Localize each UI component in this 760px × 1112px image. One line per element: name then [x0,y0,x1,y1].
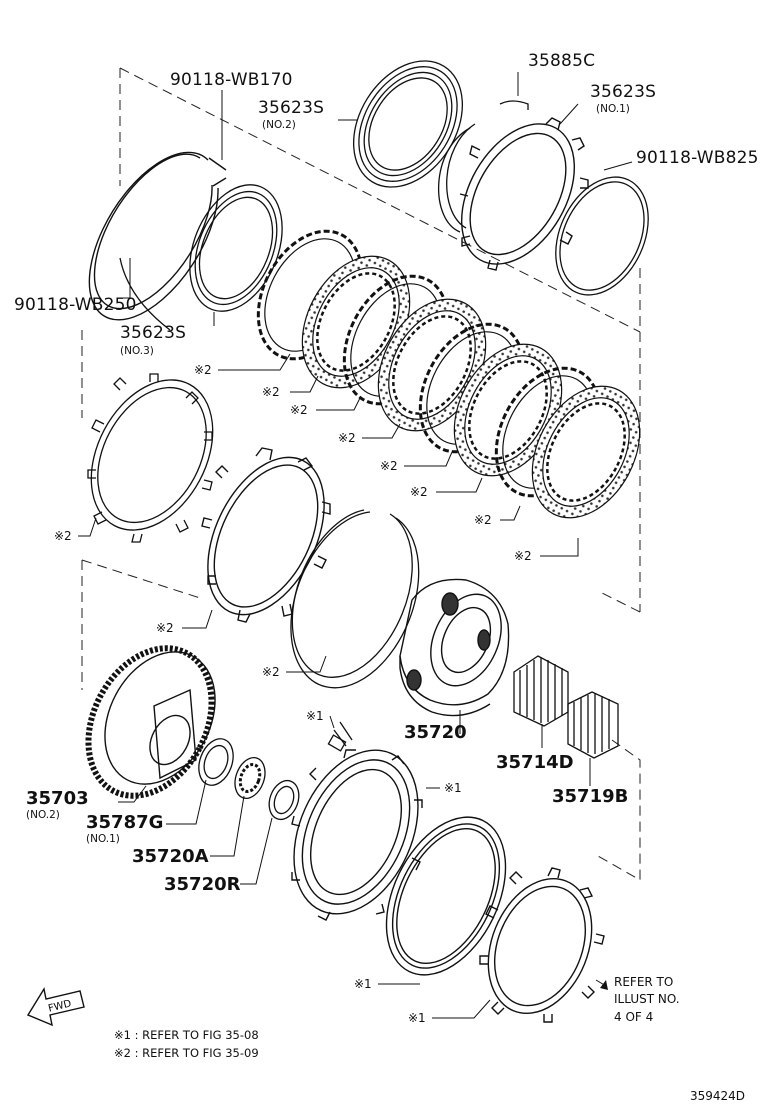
large-snap-ring [290,509,420,689]
friction-disc [301,255,411,389]
label-35787g: 35787G [86,812,164,833]
clutch-flange-ring [87,373,214,543]
dashed-assembly-outline [81,67,641,881]
ref-mark-2: ※2 [514,549,532,563]
clutch-plate-stack [256,229,641,519]
bearing-35720a [234,757,266,799]
piston-35623s-no1 [459,117,589,271]
pinion-gear-35714d [513,655,569,727]
piston-seal-ring [385,816,507,976]
label-35714d: 35714D [496,752,574,773]
ring-35623s-no2 [352,60,464,188]
washer-35720r [268,779,300,821]
ref-mark-2: ※2 [54,529,72,543]
label-35623s-no3: 35623S [120,323,187,343]
label-90118-wb250: 90118-WB250 [14,295,137,315]
label-35885c: 35885C [528,51,596,71]
legend-item-1: ※1 : REFER TO FIG 35-08 [114,1028,259,1042]
ref-mark-1: ※1 [354,977,372,991]
snap-ring-90118-wb825 [555,176,649,296]
end-retaining-plate [479,867,605,1023]
label-35787g-sub: (NO.1) [86,833,120,845]
refer-illust-line-2: ILLUST NO. [614,992,680,1007]
legend-item-2: ※2 : REFER TO FIG 35-09 [114,1046,259,1060]
ref-mark-2: ※2 [262,665,280,679]
spring-35885c [437,100,529,233]
label-35719b: 35719B [552,786,629,807]
ref-mark-1: ※1 [408,1011,426,1025]
leader-lines [78,72,633,1019]
label-35623s-no1: 35623S [590,82,657,102]
ring-35623s-no3 [189,184,283,312]
thrust-washer-35787g [198,738,234,786]
label-35703-sub: (NO.2) [26,809,60,821]
label-90118-wb825: 90118-WB825 [636,148,759,168]
planetary-carrier-35720 [399,578,510,717]
ref-mark-2: ※2 [290,403,308,417]
label-35623s-no3-sub: (NO.3) [120,345,154,357]
ref-mark-2: ※2 [194,363,212,377]
diagram-code: 359424D [690,1089,746,1103]
ref-mark-2: ※2 [156,621,174,635]
ref-mark-1: ※1 [444,781,462,795]
ref-mark-2: ※2 [262,385,280,399]
brake-housing [291,749,423,921]
label-35703: 35703 [26,788,89,809]
ref-mark-2: ※2 [338,431,356,445]
label-35623s-no2: 35623S [258,98,325,118]
note-arrow [600,980,608,990]
bolt [327,721,353,752]
ref-mark-2: ※2 [474,513,492,527]
ref-mark-2: ※2 [380,459,398,473]
fwd-arrow-icon: FWD [26,987,85,1027]
ref-mark-2: ※2 [410,485,428,499]
label-90118-wb170: 90118-WB170 [170,70,293,90]
label-35720a: 35720A [132,846,209,867]
label-35720r: 35720R [164,874,241,895]
label-35720: 35720 [404,722,467,743]
refer-illust-line-1: REFER TO [614,975,674,989]
refer-illust-note: REFER TO ILLUST NO. 4 OF 4 [614,974,680,1026]
ref-mark-1: ※1 [306,709,324,723]
pinion-gear-35719b [567,691,619,759]
snap-ring-90118-wb250 [119,257,171,331]
clutch-drum [201,447,331,623]
ring-gear-35703 [85,645,216,799]
label-35623s-no2-sub: (NO.2) [262,119,296,131]
refer-illust-line-3: 4 OF 4 [614,1009,654,1024]
label-35623s-no1-sub: (NO.1) [596,103,630,115]
friction-disc [531,385,641,519]
